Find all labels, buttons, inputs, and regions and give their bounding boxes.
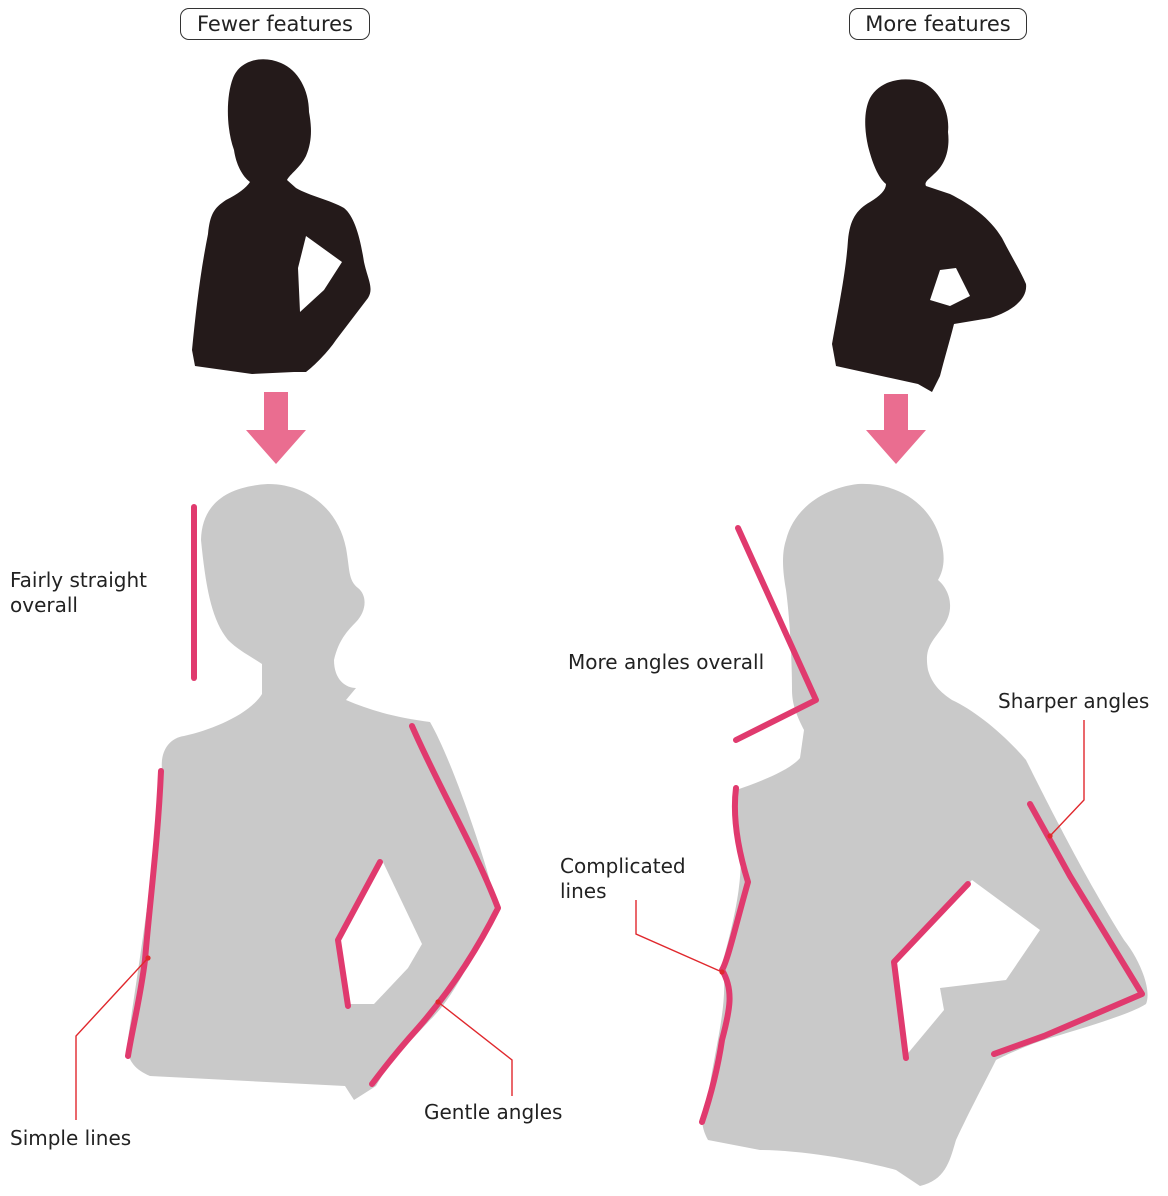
left-silhouette: [192, 59, 371, 374]
fewer-features-label: Fewer features: [180, 8, 370, 40]
gentle-angles-dot: [435, 999, 440, 1004]
more-angles-label: More angles overall: [568, 650, 764, 675]
sharper-angles-dot: [1047, 833, 1052, 838]
gentle-angles-label: Gentle angles: [424, 1100, 562, 1125]
simple-lines-label: Simple lines: [10, 1126, 131, 1151]
sharper-angles-label: Sharper angles: [998, 689, 1149, 714]
complicated-lines-dot: [719, 969, 724, 974]
gentle-angles-leader: [438, 1002, 512, 1096]
right-silhouette: [832, 79, 1026, 392]
fairly-straight-label: Fairly straight overall: [10, 568, 147, 618]
more-features-label: More features: [849, 8, 1027, 40]
right-down-arrow: [866, 394, 926, 464]
simple-lines-dot: [145, 955, 150, 960]
complicated-lines-label: Complicated lines: [560, 854, 686, 904]
left-down-arrow: [246, 392, 306, 464]
complicated-lines-leader: [636, 900, 722, 972]
